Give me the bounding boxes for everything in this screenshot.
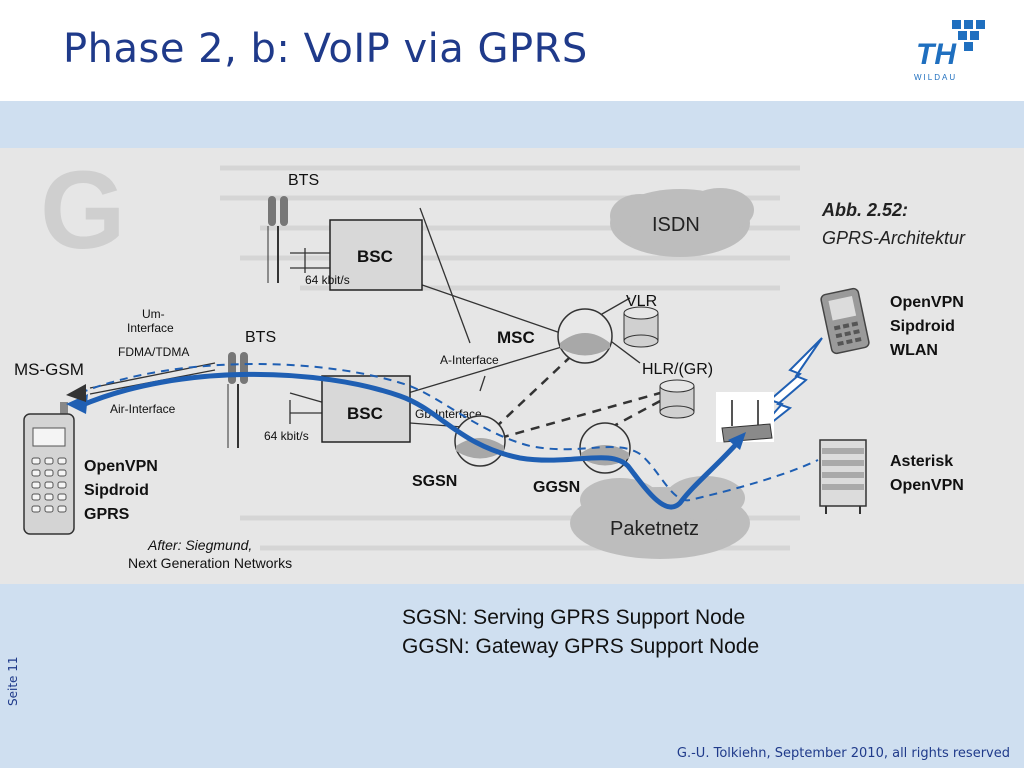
page-number: Seite 11 [6, 656, 20, 706]
source-line-1: After: Siegmund, [147, 537, 252, 553]
voip-path-arrowhead-right [728, 432, 746, 450]
gsm-phone-icon [23, 402, 75, 535]
svg-text:BTS: BTS [245, 329, 276, 346]
definition-sgsn: SGSN: Serving GPRS Support Node [402, 606, 746, 629]
svg-text:WILDAU: WILDAU [914, 73, 957, 82]
voip-data-path [79, 371, 742, 510]
server-label-1: Asterisk [890, 453, 953, 470]
svg-text:MSC: MSC [497, 328, 535, 347]
asterisk-server-icon [819, 439, 867, 514]
smartphone-label-2: Sipdroid [890, 318, 955, 335]
ms-gsm-label: MS-GSM [14, 360, 84, 379]
definition-ggsn: GGSN: Gateway GPRS Support Node [402, 635, 760, 658]
svg-text:GGSN: GGSN [533, 479, 580, 496]
slide-title: Phase 2, b: VoIP via GPRS [63, 26, 588, 72]
vlr-database: VLR [623, 293, 659, 348]
th-wildau-logo: TH WILDAU [914, 20, 985, 82]
left-device-label-3: GPRS [84, 506, 130, 523]
smartphone-label-1: OpenVPN [890, 294, 964, 311]
svg-text:Paketnetz: Paketnetz [610, 518, 699, 540]
um-interface-label: Um- [142, 307, 165, 321]
svg-text:ISDN: ISDN [652, 214, 700, 236]
gprs-architecture-figure: G ISDN Paketnetz [0, 148, 1024, 584]
left-device-label-1: OpenVPN [84, 458, 158, 475]
svg-text:TH: TH [916, 38, 957, 71]
paketnetz-cloud: Paketnetz [570, 476, 750, 559]
bsc-top-box: BSC [329, 219, 423, 291]
a-interface-label: A-Interface [440, 353, 499, 367]
isdn-cloud: ISDN [610, 188, 754, 257]
sgsn-node: SGSN [412, 415, 506, 490]
msc-node: MSC [497, 308, 613, 364]
server-label-2: OpenVPN [890, 477, 964, 494]
figure-caption-number: Abb. 2.52: [821, 200, 908, 220]
left-device-label-2: Sipdroid [84, 482, 149, 499]
bottom-band [0, 584, 1024, 768]
svg-text:SGSN: SGSN [412, 473, 457, 490]
source-line-2: Next Generation Networks [128, 555, 292, 571]
svg-text:BSC: BSC [357, 247, 393, 266]
abbreviation-definitions: SGSN: Serving GPRS Support Node GGSN: Ga… [402, 603, 759, 661]
faded-initial: G [40, 149, 126, 272]
speed-top-label: 64 kbit/s [305, 273, 350, 287]
smartphone-label-3: WLAN [890, 342, 938, 359]
footer-copyright: G.-U. Tolkiehn, September 2010, all righ… [676, 746, 1010, 761]
svg-text:HLR/(GR): HLR/(GR) [642, 361, 713, 378]
bts-bottom-antenna: BTS [227, 329, 276, 448]
top-band [0, 101, 1024, 148]
um-interface-label-2: Interface [127, 321, 174, 335]
smartphone-icon [820, 287, 870, 355]
bts-top-antenna: BTS [267, 172, 319, 283]
svg-text:BTS: BTS [288, 172, 319, 189]
diagram-canvas: G ISDN Paketnetz [14, 149, 966, 571]
svg-text:BSC: BSC [347, 404, 383, 423]
vpn-tunnel-path [79, 363, 819, 502]
figure-caption-title: GPRS-Architektur [822, 228, 966, 248]
bsc-bottom-box: BSC [321, 375, 411, 443]
vpn-arrowhead-left [66, 384, 86, 402]
speed-bottom-label: 64 kbit/s [264, 429, 309, 443]
air-interface-label: Air-Interface [110, 402, 176, 416]
hlr-database: HLR/(GR) [642, 361, 713, 419]
svg-text:VLR: VLR [626, 293, 657, 310]
fdma-tdma-label: FDMA/TDMA [118, 345, 189, 359]
